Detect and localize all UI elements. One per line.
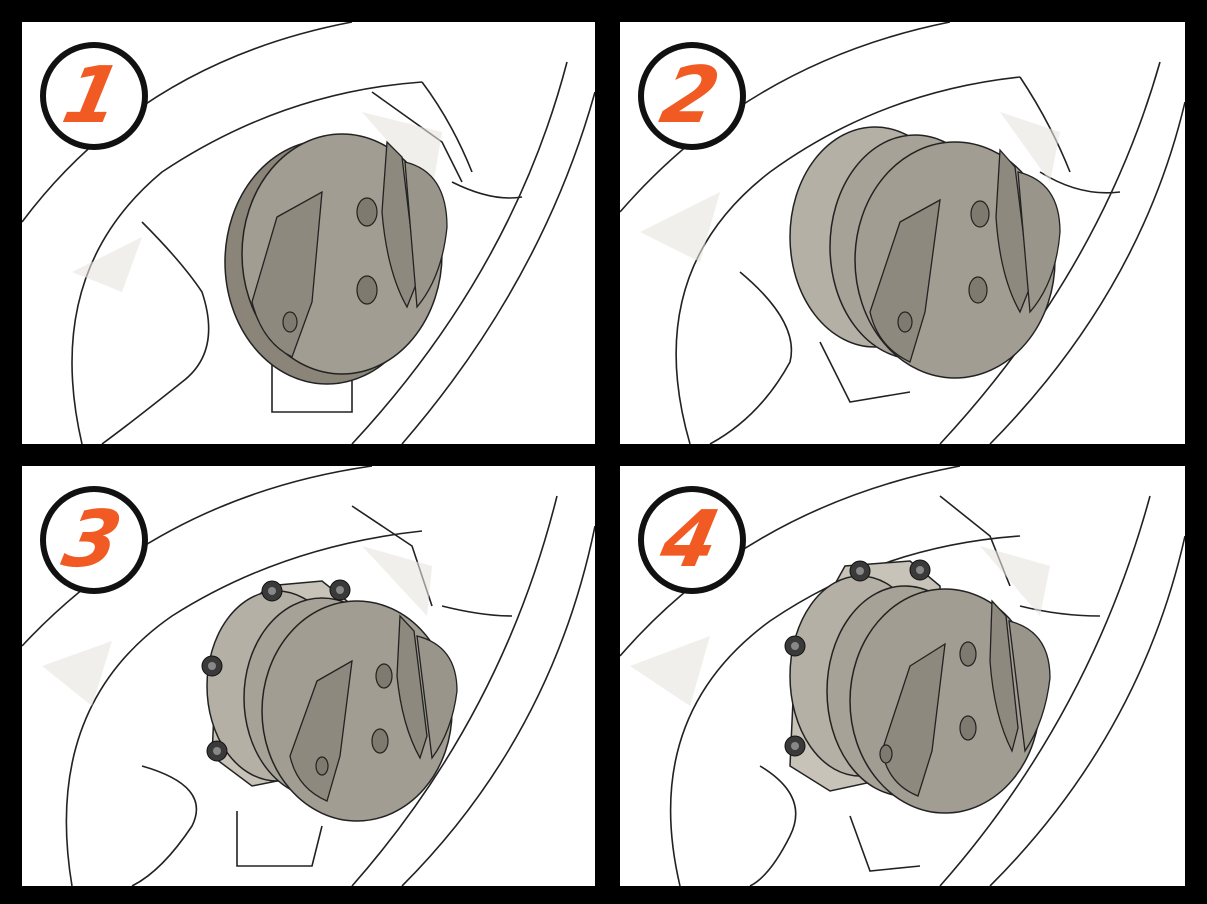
step-number-badge: 1: [40, 42, 148, 150]
step-number: 3: [57, 501, 128, 579]
step-panel-4: 4: [620, 466, 1185, 886]
step-number: 2: [655, 57, 726, 135]
step-panel-3: 3: [22, 466, 595, 886]
step-number-badge: 4: [638, 486, 746, 594]
step-number: 4: [655, 501, 726, 579]
step-panel-2: 2: [620, 22, 1185, 444]
step-number-badge: 2: [638, 42, 746, 150]
step-number-badge: 3: [40, 486, 148, 594]
step-number: 1: [57, 57, 128, 135]
step-panel-1: 1: [22, 22, 595, 444]
